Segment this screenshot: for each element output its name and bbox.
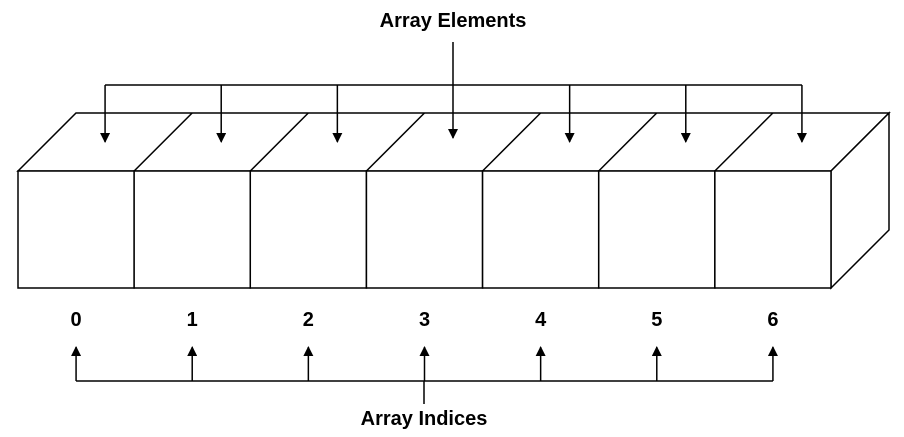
top-divider-4 <box>482 112 542 172</box>
array-cell-5 <box>597 170 716 289</box>
array-cell-0 <box>17 170 135 289</box>
top-divider-3 <box>365 112 425 172</box>
connectors <box>71 42 807 404</box>
top-divider-6 <box>714 112 774 172</box>
top-divider-2 <box>249 112 309 172</box>
index-labels: 0 1 2 3 4 5 6 <box>71 309 779 331</box>
array-cell-2 <box>249 170 368 289</box>
index-label-0: 0 <box>71 309 82 331</box>
array-indices-label: Array Indices <box>361 408 488 430</box>
index-label-6: 6 <box>767 309 778 331</box>
index-label-4: 4 <box>535 309 547 331</box>
index-label-1: 1 <box>187 309 198 331</box>
array-cell-4 <box>481 170 600 289</box>
index-label-5: 5 <box>651 309 662 331</box>
array-box <box>16 111 891 290</box>
array-elements-label: Array Elements <box>380 10 527 32</box>
array-cell-1 <box>133 170 252 289</box>
array-cell-3 <box>365 170 484 289</box>
array-cell-6 <box>714 170 832 289</box>
top-divider-1 <box>133 112 193 172</box>
index-label-2: 2 <box>303 309 314 331</box>
index-label-3: 3 <box>419 309 430 331</box>
top-divider-5 <box>598 112 658 172</box>
